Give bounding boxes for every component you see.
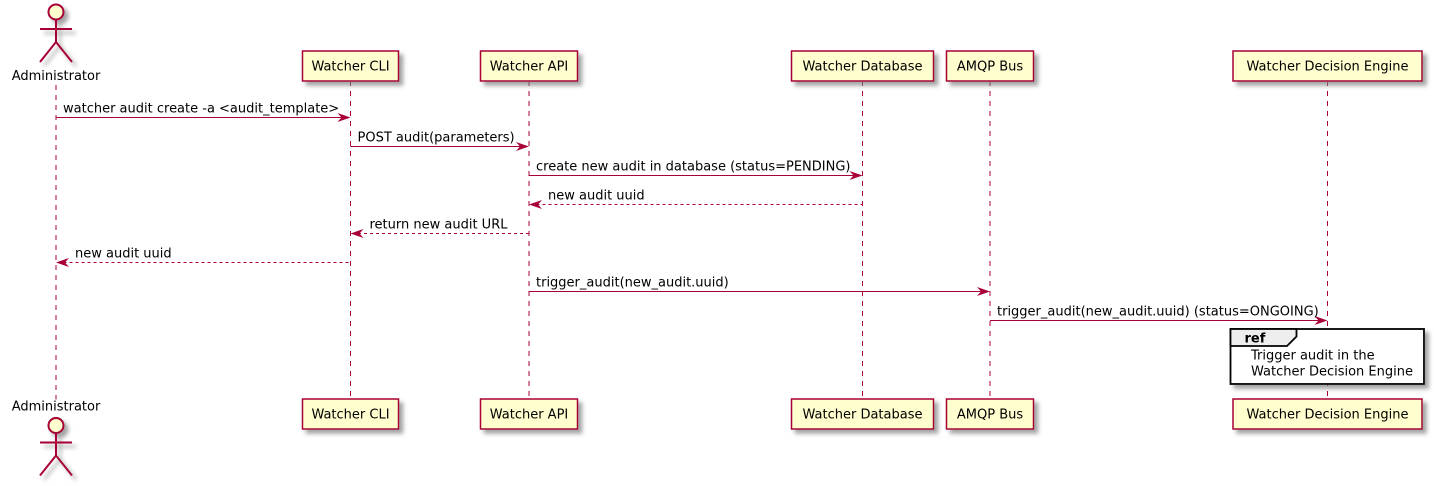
participant-label: AMQP Bus bbox=[957, 60, 1023, 75]
participant-label: Watcher API bbox=[490, 60, 569, 75]
participant-label: Watcher CLI bbox=[311, 60, 389, 75]
message-label: new audit uuid bbox=[548, 189, 645, 204]
ref-keyword: ref bbox=[1245, 332, 1266, 347]
lifelines bbox=[55, 81, 1328, 400]
participant-watcher-database-top: Watcher Database bbox=[790, 50, 935, 82]
participant-label: Watcher Database bbox=[803, 408, 923, 423]
message-7: trigger_audit(new_audit.uuid) bbox=[529, 276, 990, 296]
actor-administrator-top: Administrator bbox=[12, 3, 101, 84]
ref-text-line-2: Watcher Decision Engine bbox=[1251, 365, 1413, 380]
participant-watcher-cli-top: Watcher CLI bbox=[301, 50, 400, 82]
participant-watcher-database-bottom: Watcher Database bbox=[790, 398, 935, 430]
ref-frame: ref Trigger audit in the Watcher Decisio… bbox=[1229, 328, 1425, 385]
actor-head bbox=[47, 3, 65, 21]
participant-label: Watcher CLI bbox=[311, 408, 389, 423]
actor-leg-right bbox=[55, 41, 73, 63]
participants-top: Watcher CLI Watcher API Watcher Database… bbox=[301, 50, 1423, 82]
actor-head bbox=[47, 417, 65, 434]
actor-administrator-bottom: Administrator bbox=[12, 400, 101, 477]
participant-watcher-api-bottom: Watcher API bbox=[479, 398, 579, 430]
participant-watcher-decision-engine-top: Watcher Decision Engine bbox=[1232, 50, 1423, 82]
participant-watcher-api-top: Watcher API bbox=[479, 50, 579, 82]
message-3: create new audit in database (status=PEN… bbox=[529, 160, 863, 180]
message-label: create new audit in database (status=PEN… bbox=[536, 160, 851, 175]
ref-text-line-1: Trigger audit in the bbox=[1250, 349, 1375, 364]
actor-label-top: Administrator bbox=[12, 69, 101, 84]
message-1: watcher audit create -a <audit_template> bbox=[56, 102, 351, 122]
actor-label-bottom: Administrator bbox=[12, 400, 101, 415]
participants-bottom: Watcher CLI Watcher API Watcher Database… bbox=[301, 398, 1423, 430]
arrowhead bbox=[849, 171, 863, 180]
actor-leg-left bbox=[39, 41, 57, 63]
arrowhead bbox=[337, 113, 351, 122]
participant-watcher-cli-bottom: Watcher CLI bbox=[301, 398, 400, 430]
participant-watcher-decision-engine-bottom: Watcher Decision Engine bbox=[1232, 398, 1423, 430]
message-8: trigger_audit(new_audit.uuid) (status=ON… bbox=[990, 305, 1328, 325]
participant-label: Watcher Database bbox=[803, 60, 923, 75]
message-5: return new audit URL bbox=[350, 218, 529, 238]
arrowhead bbox=[529, 200, 542, 209]
arrowhead bbox=[977, 287, 990, 296]
message-label: POST audit(parameters) bbox=[358, 131, 515, 146]
messages: watcher audit create -a <audit_template>… bbox=[56, 102, 1328, 325]
message-label: return new audit URL bbox=[370, 218, 509, 233]
arrowhead bbox=[1314, 316, 1328, 325]
participant-amqp-bus-bottom: AMQP Bus bbox=[945, 398, 1035, 430]
participant-amqp-bus-top: AMQP Bus bbox=[945, 50, 1035, 82]
participant-label: Watcher Decision Engine bbox=[1247, 60, 1409, 75]
arrowhead bbox=[56, 258, 69, 267]
message-label: new audit uuid bbox=[75, 247, 172, 262]
message-2: POST audit(parameters) bbox=[350, 131, 529, 151]
participant-label: AMQP Bus bbox=[957, 408, 1023, 423]
ref-tab bbox=[1229, 328, 1298, 347]
message-label: trigger_audit(new_audit.uuid) (status=ON… bbox=[997, 305, 1319, 320]
participant-label: Watcher API bbox=[490, 408, 569, 423]
arrowhead bbox=[350, 229, 364, 238]
actor-leg-right bbox=[55, 454, 73, 477]
message-label: trigger_audit(new_audit.uuid) bbox=[536, 276, 729, 291]
message-4: new audit uuid bbox=[529, 189, 863, 209]
actor-leg-left bbox=[39, 454, 57, 477]
message-label: watcher audit create -a <audit_template> bbox=[63, 102, 339, 117]
message-6: new audit uuid bbox=[56, 247, 351, 267]
arrowhead bbox=[516, 142, 529, 151]
participant-label: Watcher Decision Engine bbox=[1247, 408, 1409, 423]
